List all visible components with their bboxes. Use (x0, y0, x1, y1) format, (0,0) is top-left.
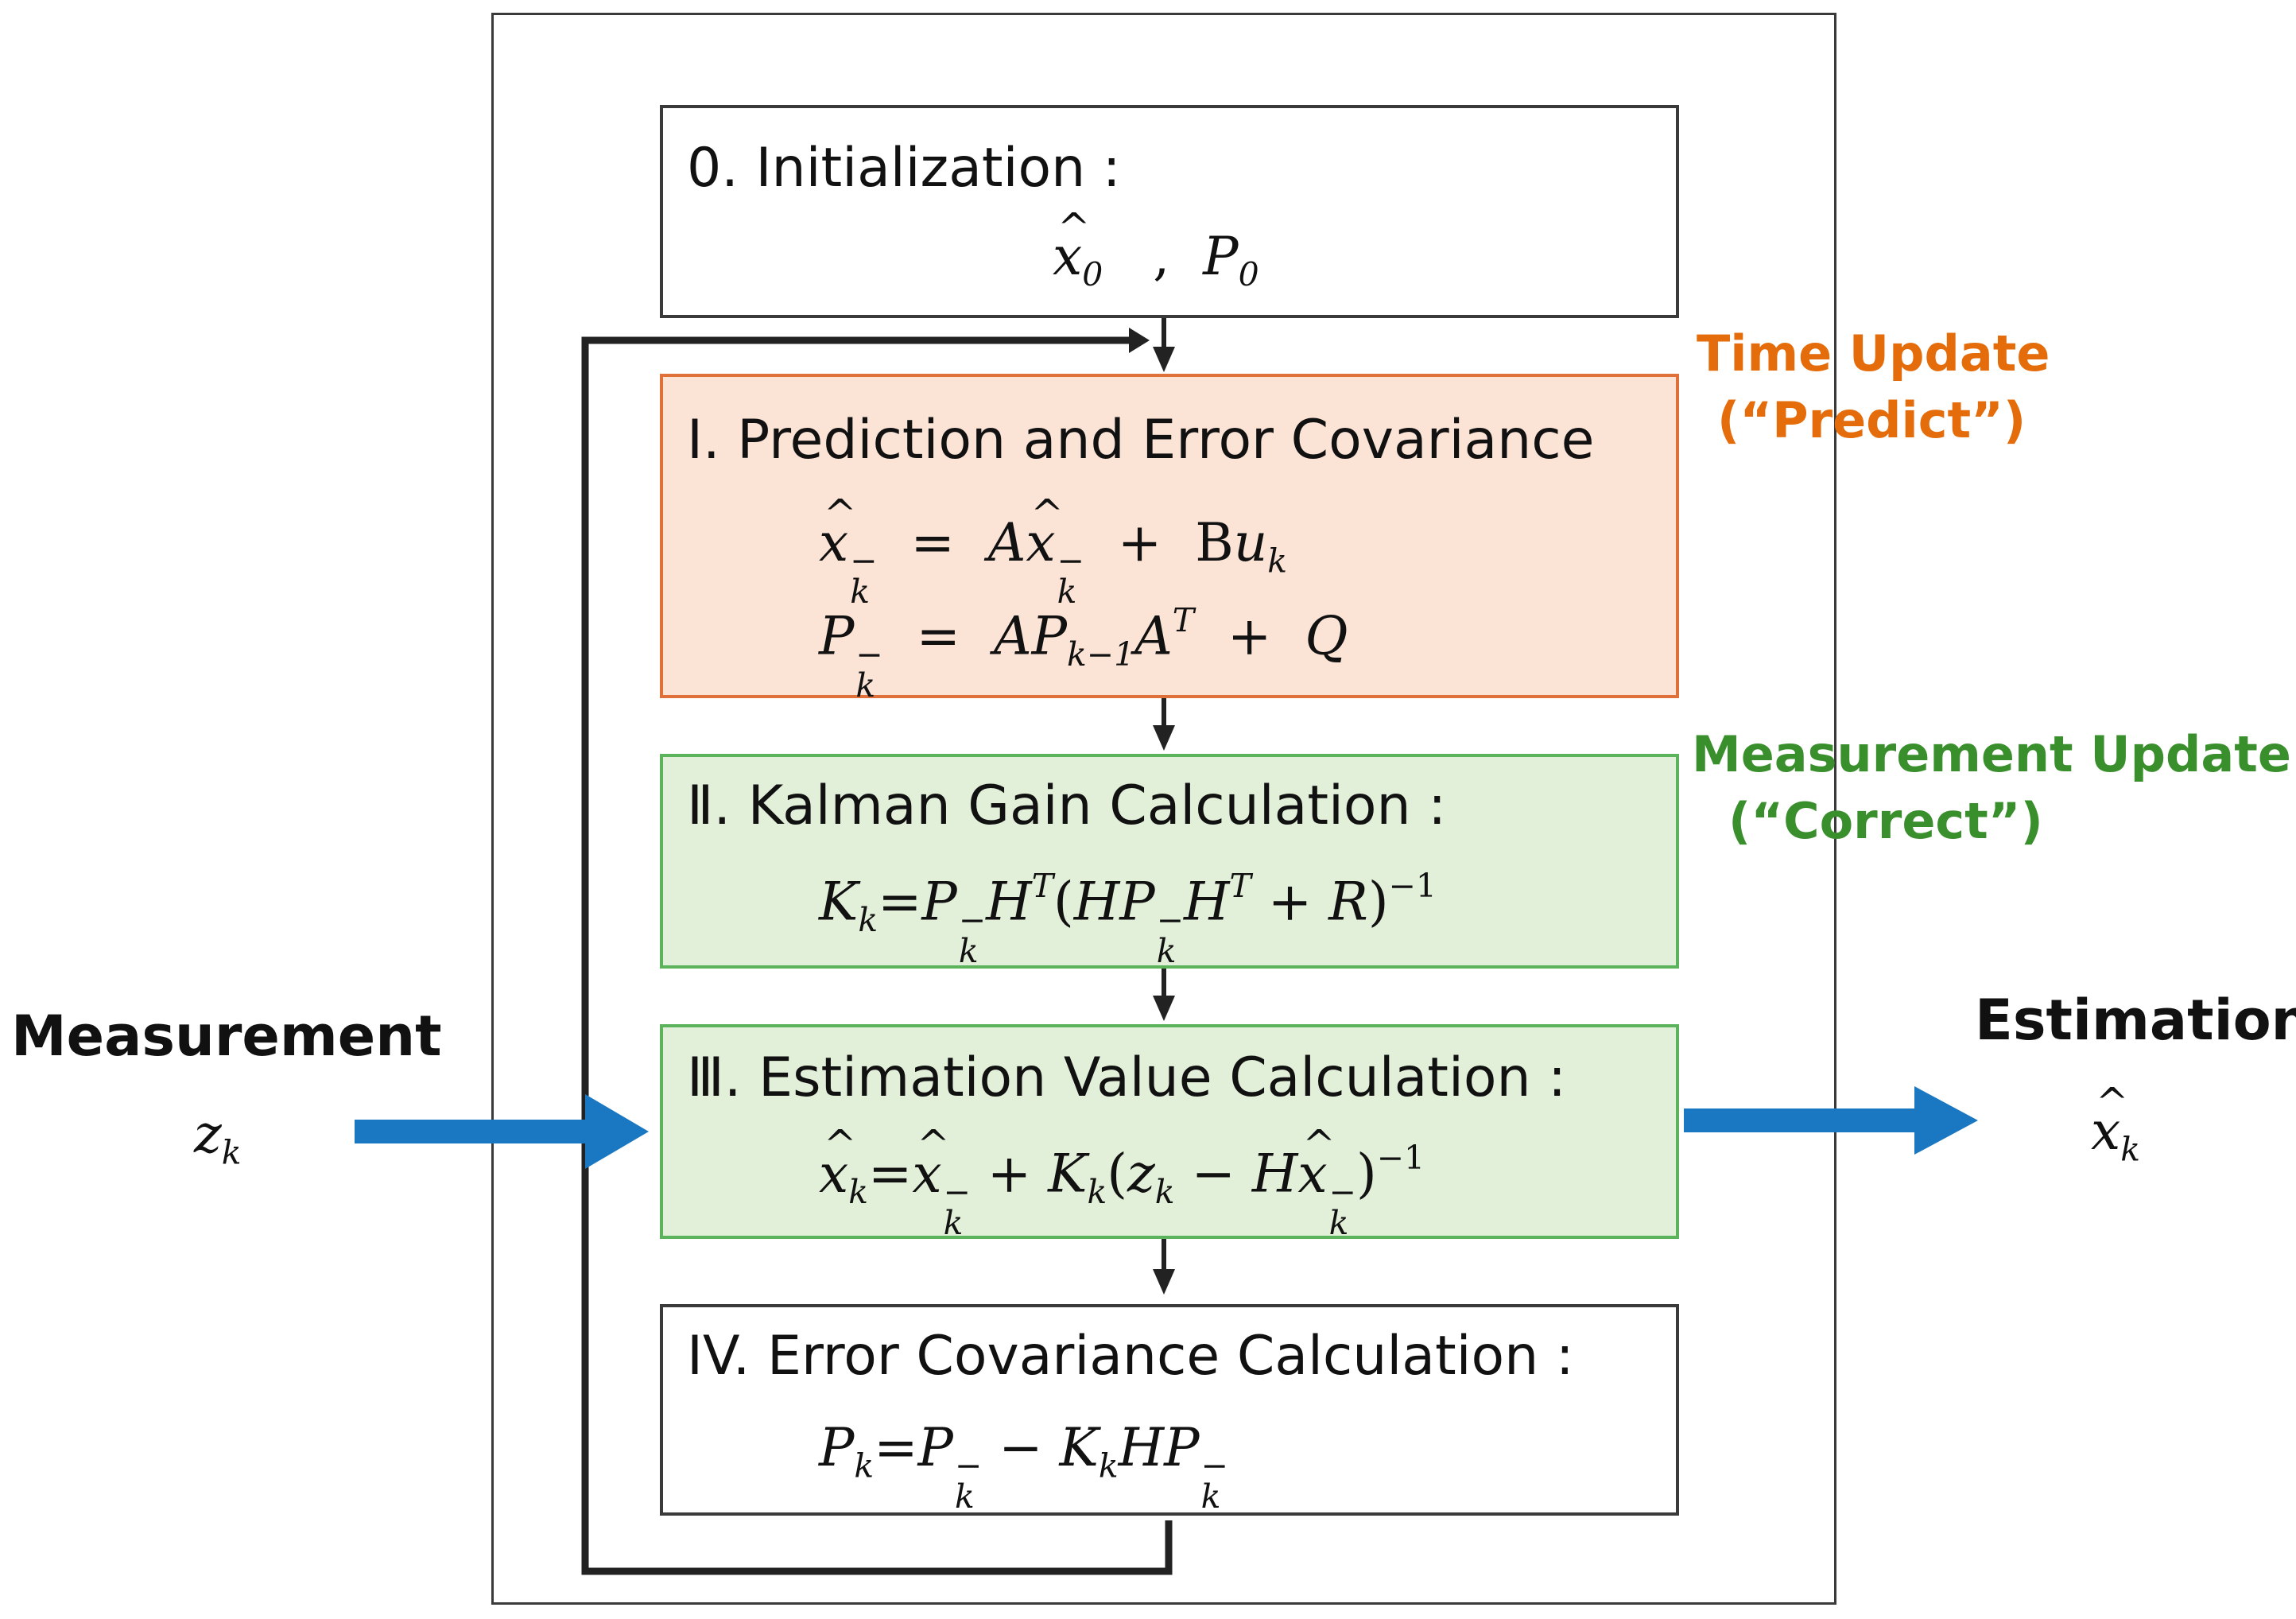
flow-arrow-init-to-predict (1153, 316, 1175, 372)
measurement-update-label: Measurement Update (1692, 725, 2291, 783)
flow-arrow-gain-to-estimate (1153, 967, 1175, 1021)
measurement-symbol: zk (194, 1104, 242, 1172)
init-title: 0. Initialization : (687, 137, 1121, 200)
covariance-box: IV. Error Covariance Calculation : Pk=P−… (660, 1304, 1679, 1516)
init-box: 0. Initialization : x0 , P0 (660, 105, 1679, 318)
covariance-equation: Pk=P−k − KkHP−k (819, 1417, 1228, 1516)
outer-frame (491, 13, 1836, 1605)
estimation-symbol: xk (2091, 1079, 2140, 1169)
time-update-label: Time Update (1697, 324, 2050, 382)
measurement-update-sublabel: (“Correct”) (1728, 792, 2043, 850)
estimation-label: Estimation (1975, 988, 2296, 1053)
time-update-sublabel: (“Predict”) (1717, 391, 2026, 449)
predict-box: Ⅰ. Prediction and Error Covariance x−k =… (660, 374, 1679, 705)
init-equation: x0 , P0 (1053, 204, 1259, 294)
estimate-equation: xk=x−k + Kk(zk − Hx−k)−1 (819, 1121, 1425, 1239)
measurement-label: Measurement (11, 1004, 442, 1069)
flow-arrow-predict-to-gain (1153, 697, 1175, 751)
predict-covariance-equation: P−k = APk−1AT + Q (819, 601, 1348, 705)
estimate-title: Ⅲ. Estimation Value Calculation : (687, 1046, 1567, 1109)
predict-title: Ⅰ. Prediction and Error Covariance (687, 409, 1595, 472)
gain-title: Ⅱ. Kalman Gain Calculation : (687, 775, 1447, 837)
estimate-box: Ⅲ. Estimation Value Calculation : xk=x−k… (660, 1024, 1679, 1239)
feedback-loop-arrow (581, 328, 1173, 1575)
predict-state-equation: x−k = Ax−k + Buk (819, 491, 1287, 608)
measurement-input-arrow (355, 1094, 649, 1169)
covariance-title: IV. Error Covariance Calculation : (687, 1325, 1574, 1388)
flow-arrow-estimate-to-covariance (1153, 1239, 1175, 1295)
estimation-output-arrow (1684, 1086, 1978, 1155)
